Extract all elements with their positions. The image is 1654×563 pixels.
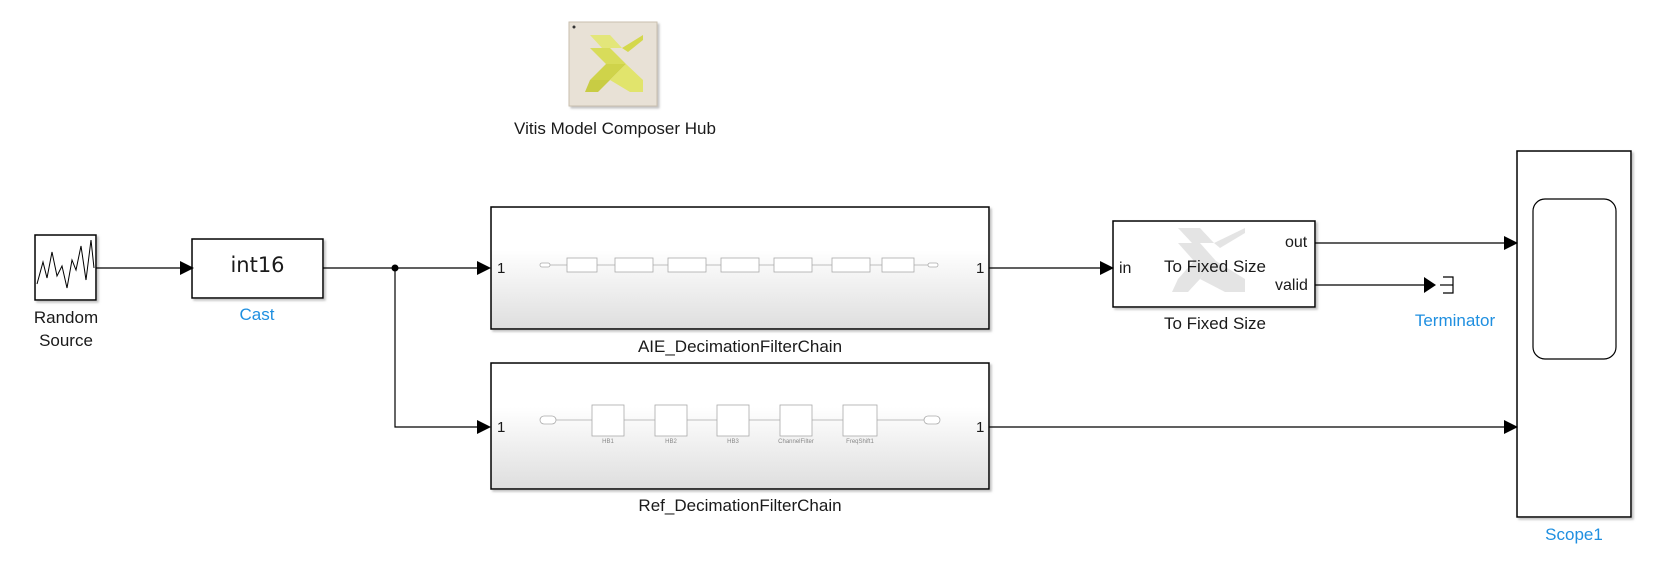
terminator-block[interactable] xyxy=(1424,276,1454,294)
ref-in-port-label: 1 xyxy=(497,419,506,436)
to-fixed-size-block[interactable] xyxy=(1112,220,1316,308)
ref-stage-label: HB1 xyxy=(602,439,614,445)
ref-stage-label: HB3 xyxy=(727,439,739,445)
random-source-label-line1: Random xyxy=(33,308,99,327)
ref-stage-label: FreqShift1 xyxy=(846,439,874,445)
vitis-hub-block[interactable] xyxy=(568,21,658,107)
aie-subsystem-block[interactable] xyxy=(490,206,990,330)
signal-lines xyxy=(96,242,1505,428)
signal-arrowheads xyxy=(180,236,1518,434)
ref-stage-thumbnails xyxy=(539,404,941,437)
cast-block[interactable] xyxy=(191,238,324,299)
scope-screen-icon xyxy=(1532,198,1617,360)
aie-in-port-label: 1 xyxy=(497,260,506,277)
xilinx-logo-icon xyxy=(585,35,643,92)
vitis-hub-label: Vitis Model Composer Hub xyxy=(514,119,716,138)
to-fixed-size-label: To Fixed Size xyxy=(1163,314,1267,333)
random-source-block[interactable] xyxy=(34,234,97,301)
cast-label[interactable]: Cast xyxy=(239,305,275,324)
aie-out-port-label: 1 xyxy=(976,260,985,277)
aie-subsystem-label: AIE_DecimationFilterChain xyxy=(637,337,843,356)
random-source-label-line2: Source xyxy=(39,331,93,350)
to-fixed-size-block-text: To Fixed Size xyxy=(1163,257,1267,276)
ref-subsystem-label: Ref_DecimationFilterChain xyxy=(638,496,842,515)
scope-label[interactable]: Scope1 xyxy=(1545,525,1603,544)
ref-out-port-label: 1 xyxy=(976,419,985,436)
ref-subsystem-block[interactable] xyxy=(490,362,990,490)
ref-stage-label: ChannelFilter xyxy=(778,439,814,445)
to-fixed-size-valid-port: valid xyxy=(1275,277,1308,294)
ref-stage-label: HB2 xyxy=(665,439,677,445)
scope-block[interactable] xyxy=(1516,150,1632,518)
to-fixed-size-out-port: out xyxy=(1285,234,1308,251)
xilinx-watermark-icon xyxy=(1172,228,1245,292)
terminator-label[interactable]: Terminator xyxy=(1414,311,1496,330)
cast-block-text: int16 xyxy=(230,253,285,277)
branch-point xyxy=(391,264,399,272)
aie-stage-thumbnails xyxy=(539,257,939,273)
random-signal-icon xyxy=(36,239,95,289)
to-fixed-size-in-port: in xyxy=(1119,260,1132,277)
